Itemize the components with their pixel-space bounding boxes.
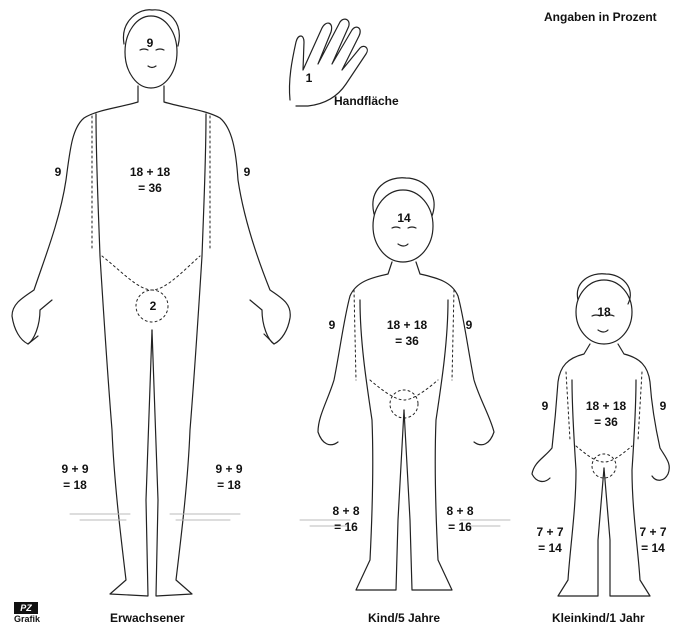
child-head-value: 14: [397, 210, 410, 226]
infant-trunk-value: 18 + 18 = 36: [586, 398, 626, 430]
infant-head-value: 18: [597, 304, 610, 320]
child-leg-left-line2: = 16: [332, 519, 359, 535]
child-caption: Kind/5 Jahre: [368, 611, 440, 625]
adult-trunk-value: 18 + 18 = 36: [130, 164, 170, 196]
hand-drawing: [289, 19, 367, 106]
hand-value: 1: [306, 70, 313, 86]
adult-arm-left-value: 9: [55, 164, 62, 180]
infant-leg-right-line1: 7 + 7: [639, 524, 666, 540]
infant-trunk-line2: = 36: [586, 414, 626, 430]
infant-trunk-line1: 18 + 18: [586, 398, 626, 414]
infant-leg-left-line1: 7 + 7: [536, 524, 563, 540]
adult-leg-left-value: 9 + 9 = 18: [61, 461, 88, 493]
child-leg-left-value: 8 + 8 = 16: [332, 503, 359, 535]
adult-caption: Erwachsener: [110, 611, 185, 625]
infant-arm-right-value: 9: [660, 398, 667, 414]
adult-leg-right-value: 9 + 9 = 18: [215, 461, 242, 493]
pz-grafik-logo: PZ Grafik: [14, 602, 44, 624]
infant-leg-left-line2: = 14: [536, 540, 563, 556]
adult-leg-left-line1: 9 + 9: [61, 461, 88, 477]
adult-genital-value: 2: [150, 298, 157, 314]
infant-caption: Kleinkind/1 Jahr: [552, 611, 645, 625]
infant-arm-left-value: 9: [542, 398, 549, 414]
infant-leg-right-line2: = 14: [639, 540, 666, 556]
child-leg-left-line1: 8 + 8: [332, 503, 359, 519]
child-trunk-line1: 18 + 18: [387, 317, 427, 333]
adult-head-value: 9: [147, 35, 154, 51]
adult-trunk-line1: 18 + 18: [130, 164, 170, 180]
adult-leg-right-line1: 9 + 9: [215, 461, 242, 477]
infant-leg-right-value: 7 + 7 = 14: [639, 524, 666, 556]
logo-text: Grafik: [14, 614, 44, 624]
child-leg-right-line1: 8 + 8: [446, 503, 473, 519]
child-arm-right-value: 9: [466, 317, 473, 333]
units-note: Angaben in Prozent: [544, 10, 657, 24]
logo-mark: PZ: [14, 602, 38, 614]
adult-trunk-line2: = 36: [130, 180, 170, 196]
child-trunk-value: 18 + 18 = 36: [387, 317, 427, 349]
child-leg-right-value: 8 + 8 = 16: [446, 503, 473, 535]
hand-label: Handfläche: [334, 94, 399, 108]
adult-arm-right-value: 9: [244, 164, 251, 180]
adult-leg-left-line2: = 18: [61, 477, 88, 493]
child-arm-left-value: 9: [329, 317, 336, 333]
child-trunk-line2: = 36: [387, 333, 427, 349]
child-leg-right-line2: = 16: [446, 519, 473, 535]
infant-leg-left-value: 7 + 7 = 14: [536, 524, 563, 556]
adult-leg-right-line2: = 18: [215, 477, 242, 493]
